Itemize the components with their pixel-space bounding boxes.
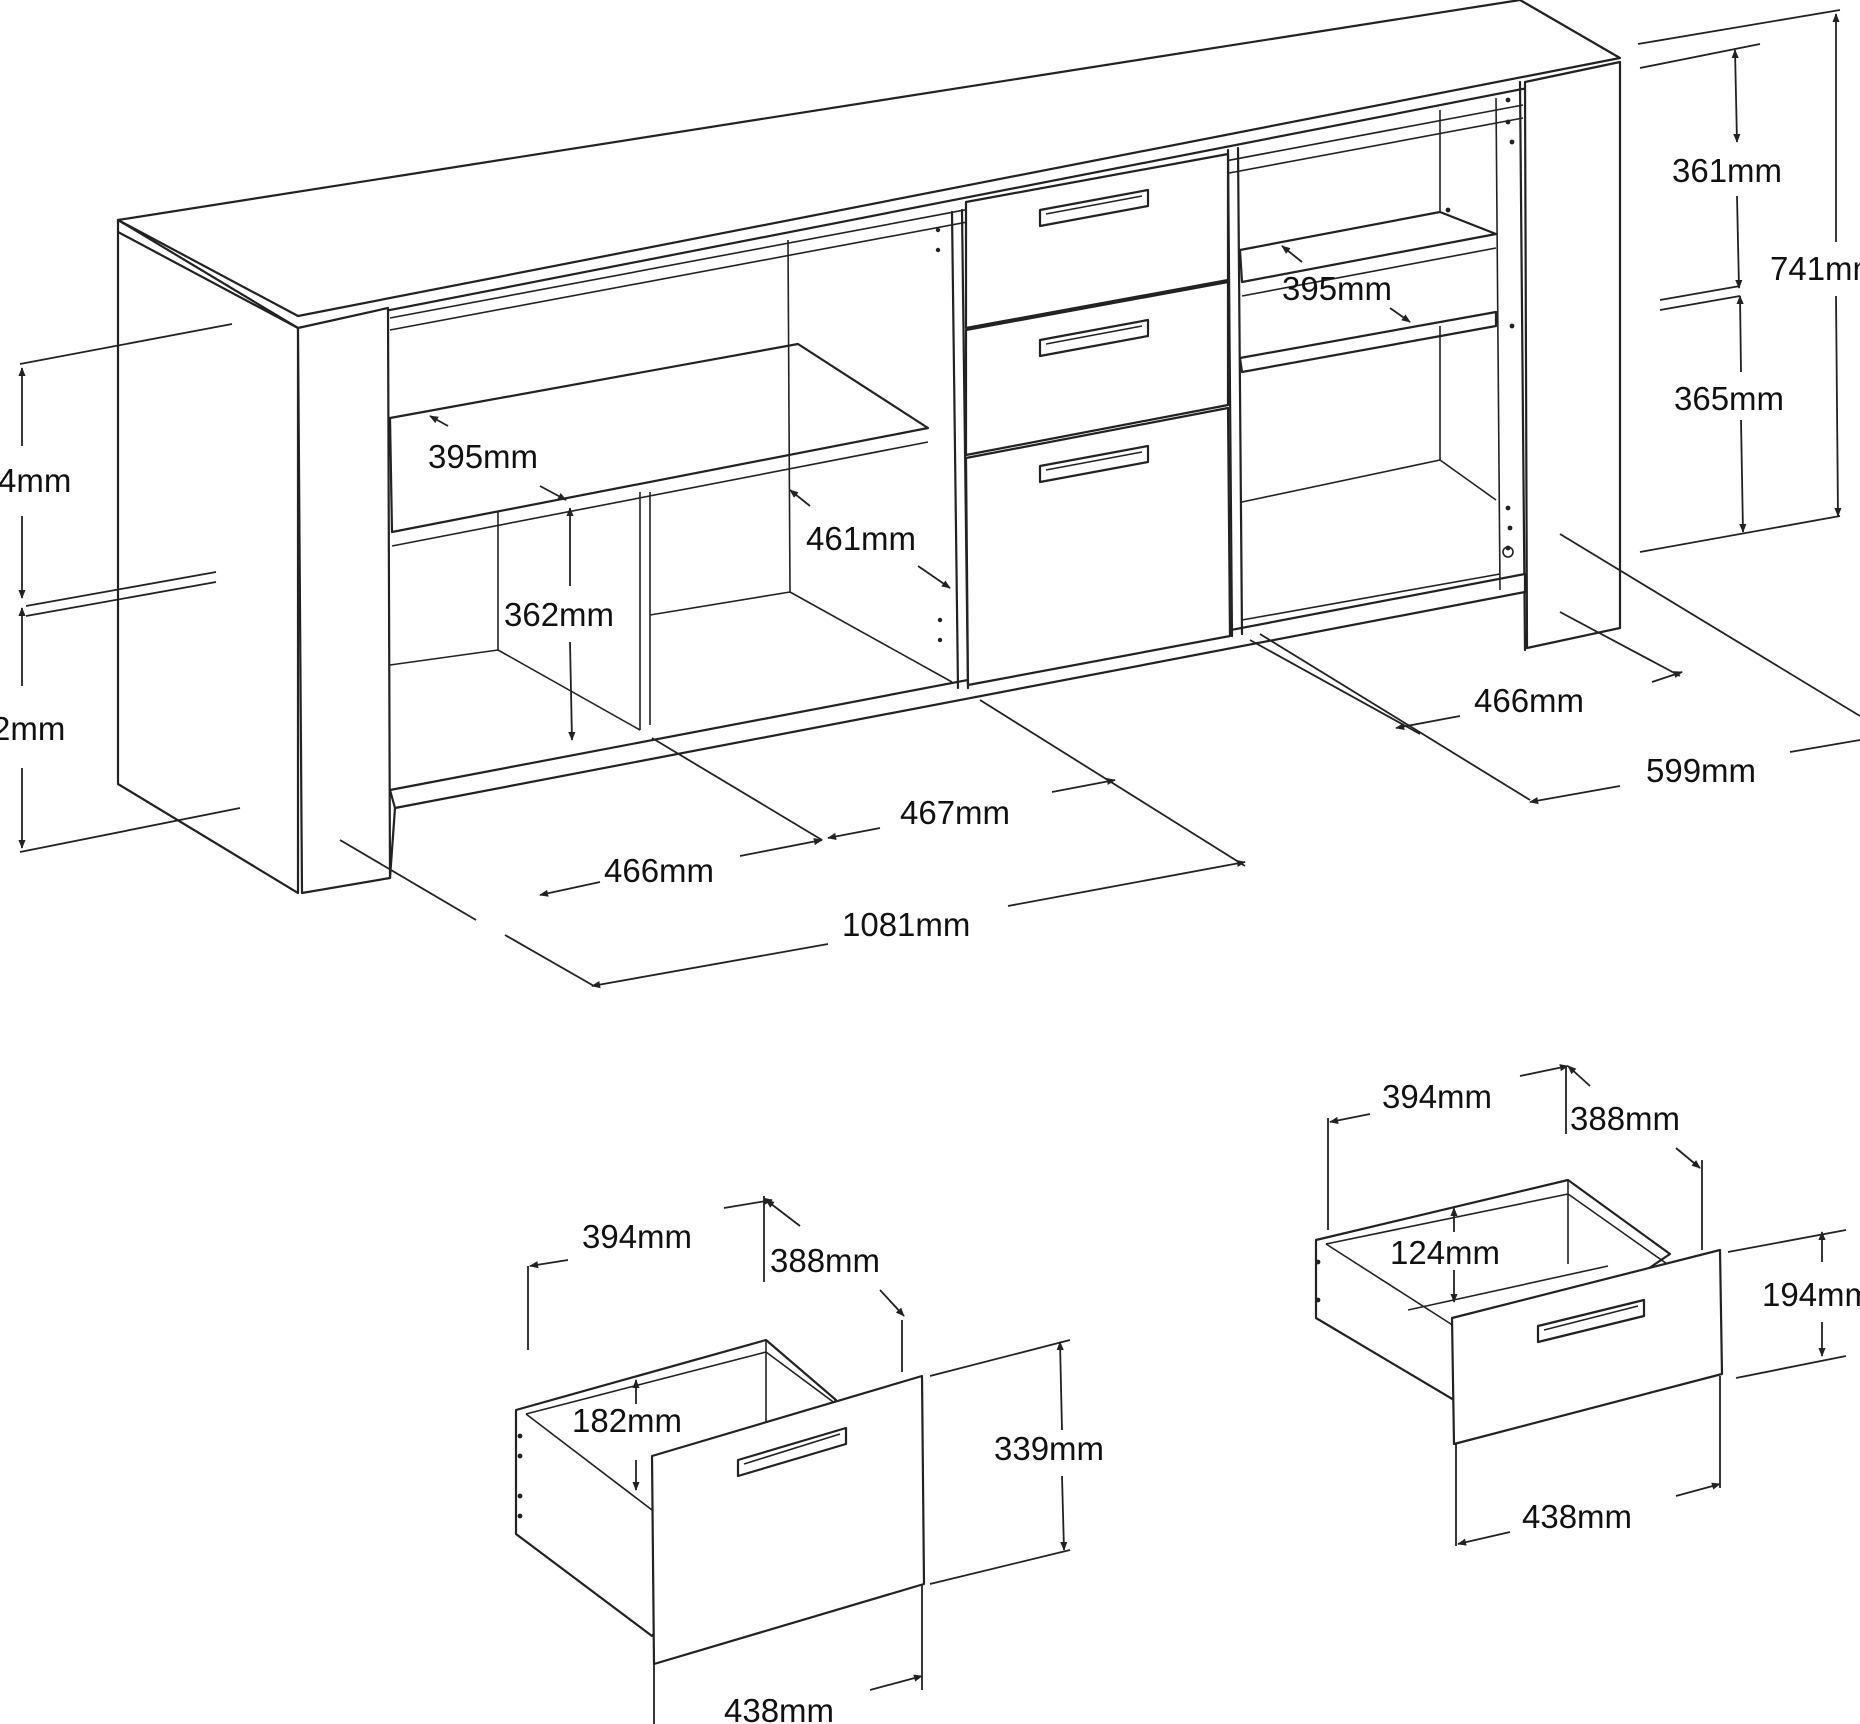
- small-drawer-dimensions: [1327, 1064, 1847, 1546]
- label-large-drawer-front-width: 438mm: [724, 1692, 834, 1724]
- left-shelf: [388, 342, 930, 534]
- sideboard-front-right-pillar: [1523, 60, 1622, 650]
- small-drawer-handle: [1536, 1298, 1646, 1344]
- sideboard-drawing: [116, 0, 1622, 895]
- label-total-height: 741mm: [1770, 250, 1860, 287]
- large-drawer-handle: [736, 1426, 848, 1478]
- label-small-drawer-width: 394mm: [1382, 1078, 1492, 1115]
- label-right-shelf-depth: 395mm: [1282, 270, 1392, 307]
- label-left-compartment-height: 362mm: [504, 596, 614, 633]
- label-bottom-compartment-height: 365mm: [1674, 380, 1784, 417]
- sideboard-top-slab: [116, 0, 1622, 318]
- dimension-labels: 361mm 741mm 365mm 395mm 395mm 4mm 2mm 36…: [0, 152, 1860, 1724]
- drawer-front-bottom: [964, 406, 1232, 687]
- label-small-drawer-front-width: 438mm: [1522, 1498, 1632, 1535]
- label-left-upper-height: 4mm: [0, 462, 71, 499]
- label-small-drawer-front-height: 194mm: [1762, 1276, 1860, 1313]
- label-inner-depth-left: 461mm: [806, 520, 916, 557]
- label-right-section-width: 466mm: [1474, 682, 1584, 719]
- label-total-width: 1081mm: [842, 906, 970, 943]
- label-large-drawer-inner-height: 182mm: [572, 1402, 682, 1439]
- label-large-drawer-front-height: 339mm: [994, 1430, 1104, 1467]
- large-drawer-front: [650, 1374, 926, 1666]
- label-top-compartment-height: 361mm: [1672, 152, 1782, 189]
- large-drawer-dimensions: [527, 1196, 1071, 1724]
- label-small-drawer-depth: 388mm: [1570, 1100, 1680, 1137]
- drawer-front-middle: [964, 280, 1230, 457]
- large-drawer-drawing: [514, 1338, 926, 1666]
- label-total-depth: 599mm: [1646, 752, 1756, 789]
- small-drawer-drawing: [1314, 1178, 1724, 1446]
- right-shelf-lower: [1238, 310, 1498, 374]
- label-large-drawer-width: 394mm: [582, 1218, 692, 1255]
- label-left-section-width: 466mm: [604, 852, 714, 889]
- sideboard-left-side-panel: [116, 218, 300, 895]
- label-left-lower-height: 2mm: [0, 710, 65, 747]
- small-drawer-front: [1450, 1248, 1724, 1446]
- label-middle-section-width: 467mm: [900, 794, 1010, 831]
- sideboard-front-left-pillar: [296, 306, 392, 895]
- sideboard-dimensions: [18, 9, 1860, 989]
- label-large-drawer-depth: 388mm: [770, 1242, 880, 1279]
- label-small-drawer-inner-height: 124mm: [1390, 1234, 1500, 1271]
- drawer-handles: [1038, 188, 1150, 484]
- label-left-shelf-depth: 395mm: [428, 438, 538, 475]
- right-shelf: [1238, 210, 1498, 284]
